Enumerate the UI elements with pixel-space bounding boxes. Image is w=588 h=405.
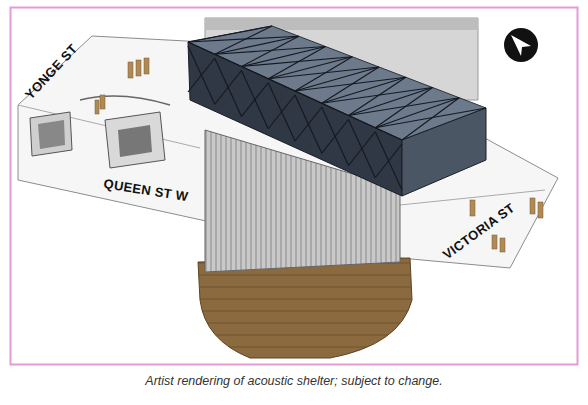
truss-member [295, 95, 322, 153]
truss-member [375, 88, 432, 128]
truss-member [188, 46, 215, 104]
caption: Artist rendering of acoustic shelter; su… [145, 374, 442, 388]
building-top [205, 18, 478, 30]
truss-member [215, 71, 242, 105]
entrance [105, 112, 165, 168]
truss-member [215, 26, 272, 54]
truss-member [349, 98, 460, 116]
truss-member [268, 83, 295, 141]
truss-member [375, 108, 486, 128]
ramp [80, 96, 170, 105]
truss-member [349, 77, 406, 115]
truss-member [322, 120, 349, 154]
truss-member [322, 107, 349, 165]
truss-member [402, 98, 459, 140]
truss-member [349, 120, 376, 178]
north-arrow-head [511, 35, 531, 56]
truss-member [375, 144, 402, 178]
entrance [118, 125, 152, 157]
truss-member [375, 98, 459, 128]
north-arrow [504, 28, 538, 62]
truss-member [322, 77, 406, 103]
entrance [38, 120, 65, 149]
truss-member [268, 95, 295, 129]
truss-member [295, 107, 322, 141]
truss-member [188, 26, 272, 42]
truss-member [242, 47, 326, 67]
truss-member [188, 58, 215, 92]
truss-member [215, 36, 299, 54]
truss-member [349, 132, 376, 166]
frame [11, 8, 578, 365]
truss-member [375, 132, 402, 190]
truss-member [242, 83, 269, 117]
entrance [30, 112, 72, 156]
truss-member [242, 71, 269, 129]
shelter-front [188, 42, 402, 196]
truss-member [215, 58, 242, 116]
truss [188, 26, 486, 190]
truss-member [322, 88, 433, 104]
truss-member [295, 67, 379, 91]
truss-member [268, 57, 352, 79]
excavation [198, 258, 412, 358]
truss-member [188, 42, 402, 140]
truss-member [322, 67, 379, 103]
truss-member [295, 57, 352, 91]
